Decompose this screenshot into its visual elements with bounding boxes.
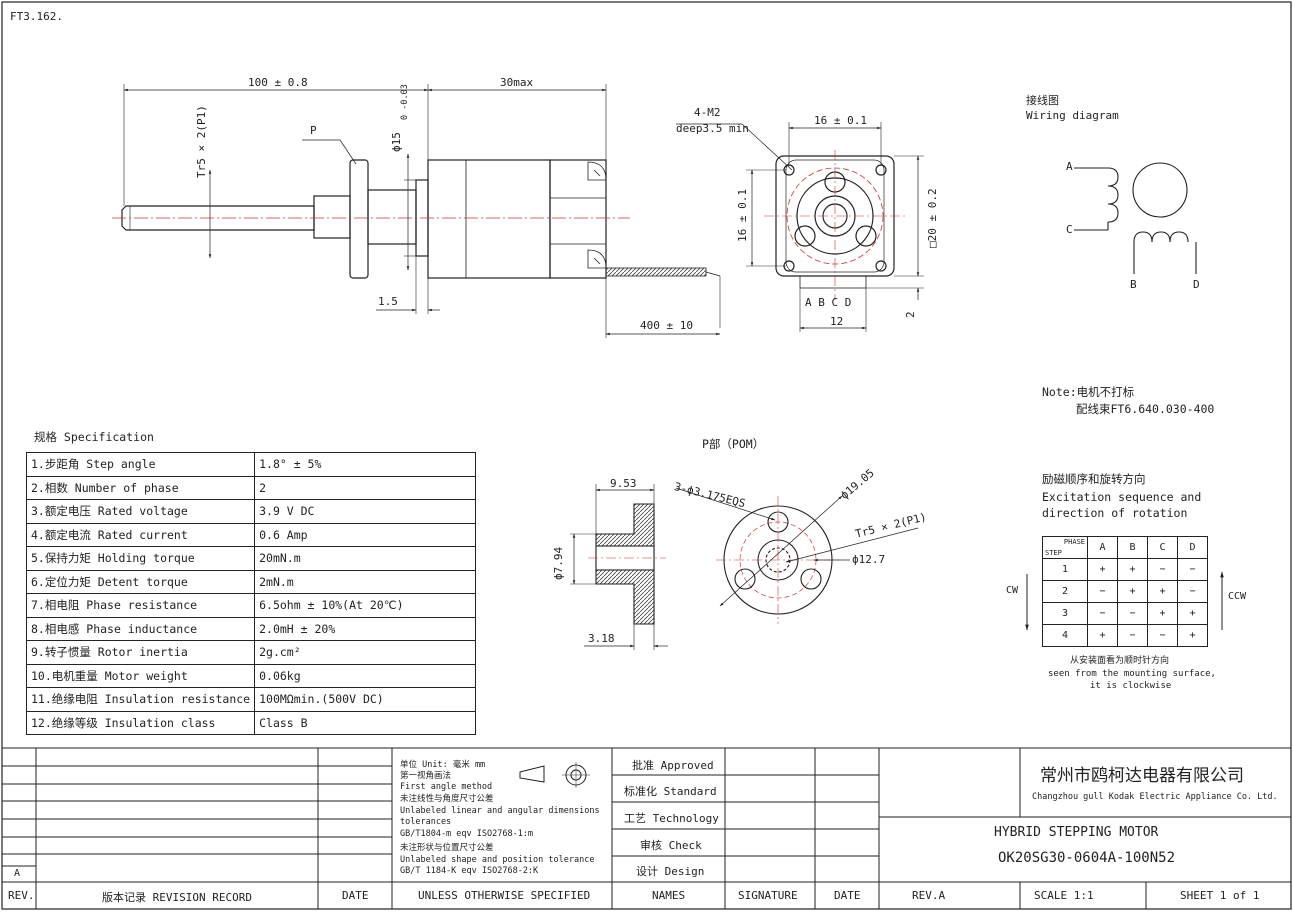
rotation-note-cn: 从安装面看为顺时针方向	[1070, 656, 1170, 666]
offset-dimension: 2	[904, 311, 917, 318]
wire-label-d: D	[1193, 278, 1200, 291]
footer-scale: SCALE 1:1	[1034, 889, 1094, 902]
note-line-2: 配线束FT6.640.030-400	[1076, 402, 1215, 416]
approved-label: 批准 Approved	[632, 759, 714, 772]
ccw-label: CCW	[1228, 591, 1247, 602]
units-note: 单位 Unit: 毫米 mm	[400, 760, 486, 770]
design-label: 设计 Design	[636, 865, 705, 878]
rotation-note-en-1: seen from the mounting surface,	[1048, 669, 1216, 679]
footer-unless-specified: UNLESS OTHERWISE SPECIFIED	[418, 889, 591, 902]
model-number: OK20SG30-0604A-100N52	[998, 850, 1176, 866]
body-dimension: 30max	[500, 76, 534, 89]
table-row: 4+−−+	[1042, 624, 1208, 647]
length-dimension: 100 ± 0.8	[248, 76, 308, 89]
company-name-cn: 常州市鸥柯达电器有限公司	[1040, 766, 1244, 786]
gap-dimension: 1.5	[378, 295, 398, 308]
check-label: 审核 Check	[640, 839, 702, 852]
rotation-arrows	[1025, 571, 1224, 631]
p-part-bore: ϕ7.94	[552, 546, 565, 580]
phi-tolerance: 0 -0.03	[400, 84, 410, 120]
technology-label: 工艺 Technology	[624, 812, 719, 825]
footer-date: DATE	[342, 889, 369, 902]
pin-labels: A B C D	[805, 296, 852, 309]
footer-date-2: DATE	[834, 889, 861, 902]
holes-callout: 4-M2	[694, 106, 721, 119]
excitation-title-en-2: direction of rotation	[1042, 506, 1188, 520]
phi-dimension: ϕ15	[390, 132, 403, 152]
table-row: 2−++−	[1042, 580, 1208, 603]
revision-letter: A	[14, 868, 21, 879]
p-part-title: P部（POM）	[702, 437, 765, 451]
p-part-drawing	[570, 484, 919, 650]
table-row: 1++−−	[1042, 558, 1208, 581]
footer-revision-record: 版本记录 REVISION RECORD	[102, 891, 252, 904]
lead-length-dimension: 400 ± 10	[640, 319, 693, 332]
excitation-title-en-1: Excitation sequence and	[1042, 490, 1202, 504]
pitch-dimension: 16 ± 0.1	[814, 114, 867, 127]
tolerance-cn: 未注线性与角度尺寸公差	[400, 794, 494, 804]
angle-method-en: First angle method	[400, 782, 493, 792]
spec-title: 规格 Specification	[34, 430, 154, 444]
shape-tolerance-en: Unlabeled shape and position tolerance	[400, 855, 595, 865]
angle-method-cn: 第一视角画法	[400, 771, 452, 781]
footer-signature: SIGNATURE	[738, 889, 798, 902]
standard-label: 标准化 Standard	[624, 785, 717, 798]
company-name-en: Changzhou gull Kodak Electric Appliance …	[1032, 792, 1278, 802]
p-part-width: 9.53	[610, 477, 637, 490]
wiring-title-cn: 接线图	[1026, 94, 1059, 107]
rotation-note-en-2: it is clockwise	[1090, 681, 1172, 691]
footer-names: NAMES	[652, 889, 686, 902]
tolerance-en-1: Unlabeled linear and angular dimensions	[400, 806, 600, 816]
p-part-pcd: ϕ12.7	[852, 553, 886, 566]
vertical-pitch-dimension: 16 ± 0.1	[736, 189, 749, 242]
shape-tolerance-cn: 未注形状与位置尺寸公差	[400, 843, 494, 853]
footer-rev: REV.	[8, 889, 35, 902]
drawing-number: FT3.162.	[10, 10, 63, 23]
wiring-diagram	[1074, 162, 1197, 274]
wire-label-a: A	[1066, 160, 1073, 173]
p-part-flange: 3.18	[588, 632, 615, 645]
note-line-1: Note:电机不打标	[1042, 385, 1135, 399]
wiring-title-en: Wiring diagram	[1026, 109, 1119, 122]
title-block-grid	[2, 747, 1291, 909]
cw-label: CW	[1006, 585, 1019, 596]
standard-2: GB/T 1184-K eqv ISO2768-2:K	[400, 866, 539, 876]
thread-dimension: Tr5 × 2(P1)	[195, 105, 208, 178]
footer-sheet: SHEET 1 of 1	[1180, 889, 1260, 902]
tolerance-en-2: tolerances	[400, 817, 452, 827]
product-name: HYBRID STEPPING MOTOR	[994, 825, 1159, 840]
table-row: 3−−++	[1042, 602, 1208, 625]
side-view	[676, 122, 924, 332]
footer-rev-a: REV.A	[912, 889, 946, 902]
depth-callout: deep3.5 min	[676, 122, 749, 135]
pin-width-dimension: 12	[830, 315, 844, 328]
wire-label-b: B	[1130, 278, 1137, 291]
excitation-title-cn: 励磁顺序和旋转方向	[1042, 472, 1146, 486]
standard-1: GB/T1804-m eqv ISO2768-1:m	[400, 829, 534, 839]
wire-label-c: C	[1066, 223, 1073, 236]
front-view	[112, 84, 721, 338]
p-callout: P	[310, 124, 317, 137]
square-dimension: □20 ± 0.2	[926, 188, 939, 248]
